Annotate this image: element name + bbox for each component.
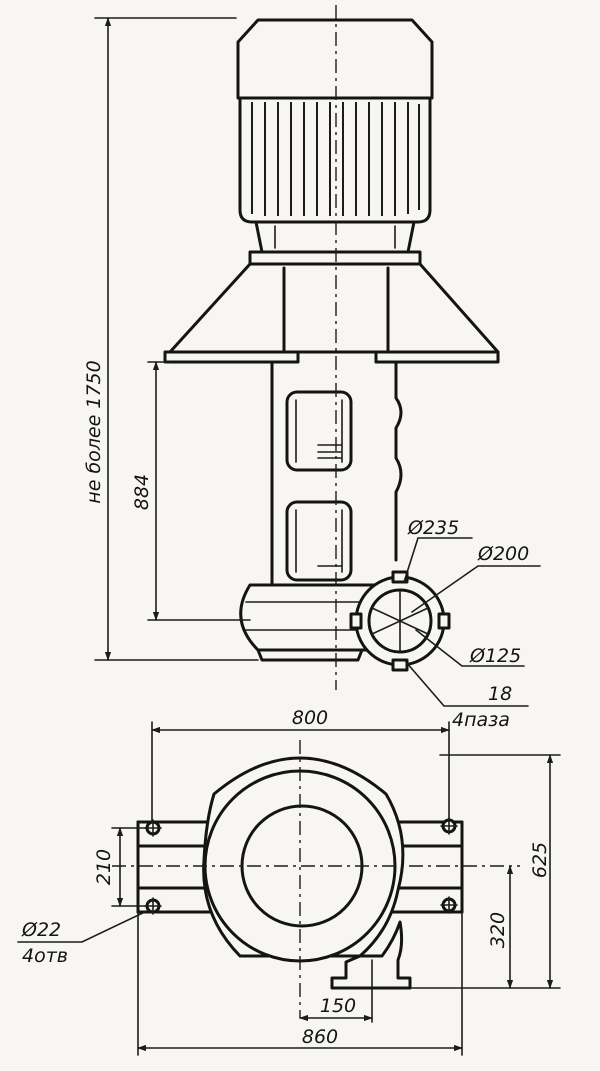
spacing-210-label: 210	[93, 849, 115, 885]
anchor-holes	[144, 817, 458, 915]
electric-motor	[236, 18, 434, 266]
pump-side-view: не более 1750 884 Ø235 Ø200 Ø125 18 4паз…	[83, 5, 541, 731]
motor-stand	[163, 262, 500, 364]
pump-plan-view: 800 860 210 625 320 150	[17, 707, 561, 1056]
discharge-flange	[349, 570, 451, 672]
base-rails	[136, 820, 464, 914]
spacing-210-dimension: 210	[93, 827, 147, 907]
slot-size-label: 18	[488, 683, 512, 705]
width-860-dimension: 860	[137, 911, 463, 1056]
hole-count-label: 4отв	[22, 945, 68, 967]
height-625-label: 625	[529, 842, 551, 878]
flange-callouts: Ø235 Ø200 Ø125 18 4паза	[403, 517, 541, 731]
pump-column	[270, 360, 403, 587]
height-625-dimension: 625	[411, 754, 561, 989]
base-height-dimension: 884	[131, 361, 251, 621]
height-base-label: 884	[131, 474, 153, 510]
dia-125-label: Ø125	[469, 645, 521, 667]
offset-320-label: 320	[487, 912, 509, 948]
discharge-nozzle	[330, 920, 412, 990]
width-800-label: 800	[292, 707, 328, 729]
offset-320-dimension: 320	[487, 865, 514, 989]
width-800-dimension: 800	[151, 707, 450, 823]
dia-235-label: Ø235	[407, 517, 459, 539]
total-height-dimension: не более 1750	[83, 17, 259, 661]
height-total-label: не более 1750	[83, 360, 105, 503]
dia-200-label: Ø200	[477, 543, 529, 565]
hole-callout: Ø22 4отв	[17, 909, 150, 967]
hole-dia-label: Ø22	[21, 919, 61, 941]
width-860-label: 860	[302, 1026, 338, 1048]
slot-count-label: 4паза	[452, 709, 510, 731]
nozzle-150-label: 150	[320, 995, 356, 1017]
nozzle-150-dimension: 150	[299, 987, 373, 1023]
